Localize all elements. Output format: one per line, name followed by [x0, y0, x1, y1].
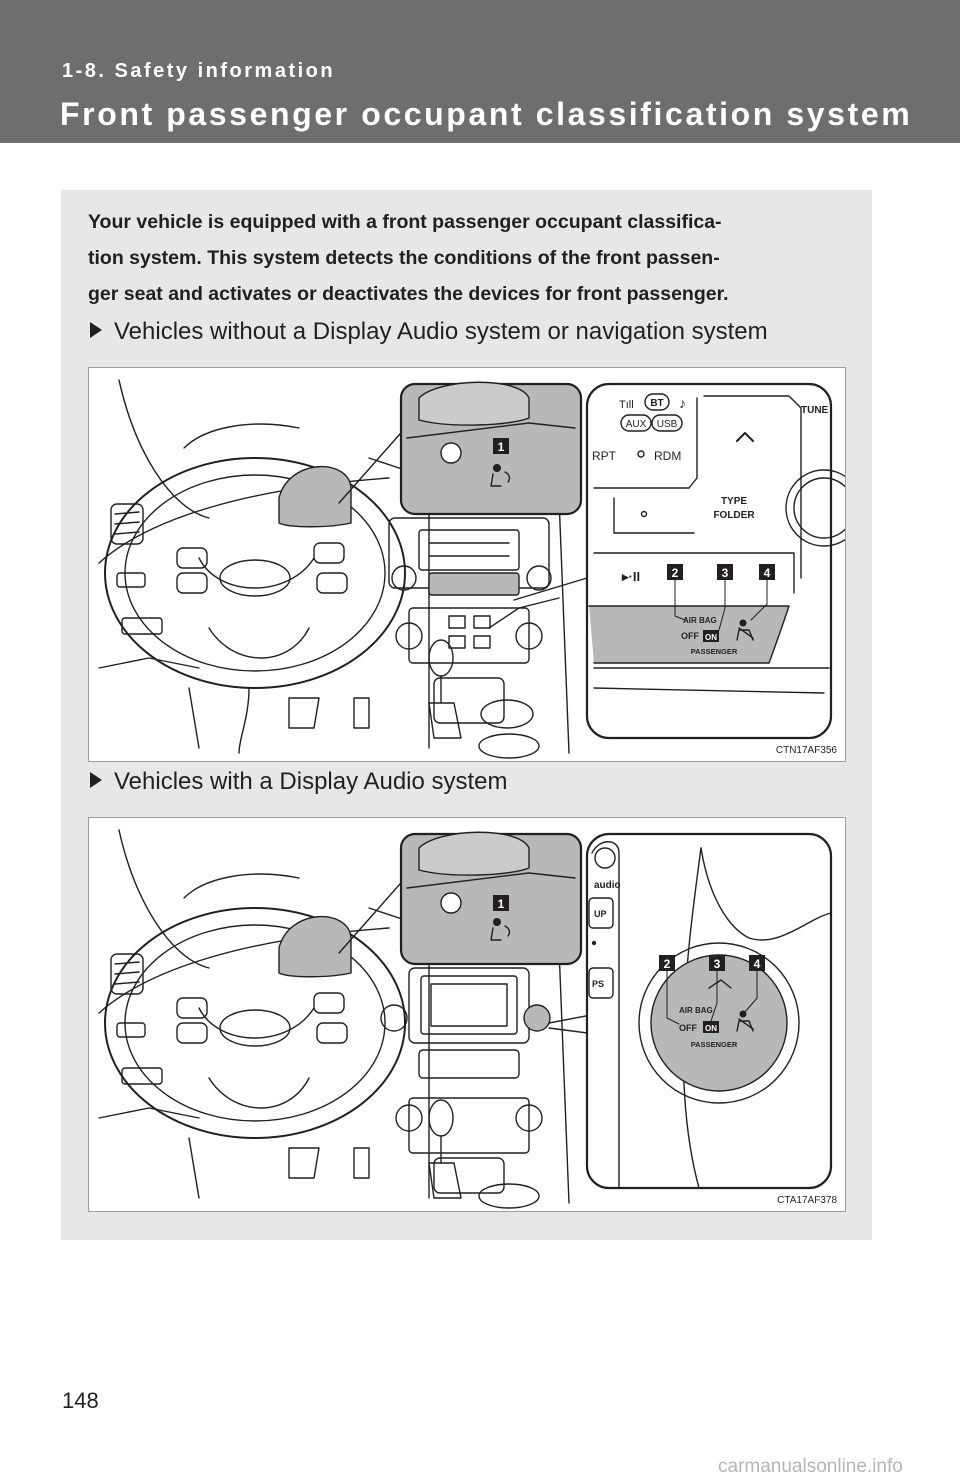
- center-stack: [380, 967, 551, 1209]
- zoom-display-audio-panel: audio UP PS AIR BAG OFF ON PASSENGER 2 3…: [585, 832, 833, 1190]
- callout-3: 3: [714, 957, 721, 971]
- instrument-cluster: [278, 466, 352, 528]
- airbag-label: AIR BAG: [679, 1006, 713, 1015]
- intro-line: Your vehicle is equipped with a front pa…: [88, 211, 722, 233]
- figure-2-illustration: 1 audio UP PS AIR BAG OFF ON PASSENGER: [88, 817, 846, 1212]
- intro-line: tion system. This system detects the con…: [88, 247, 720, 269]
- play-pause-label: ▸·II: [621, 569, 640, 584]
- airbag-warning-icon: [490, 464, 511, 487]
- chapter-header: 1-8. Safety information Front passenger …: [0, 0, 960, 143]
- gear-shifter: [428, 1099, 462, 1199]
- svg-text:Tıll: Tıll: [619, 399, 634, 411]
- svg-text:♪: ♪: [679, 395, 686, 411]
- ps-label: PS: [592, 979, 604, 989]
- off-label: OFF: [681, 631, 699, 641]
- up-label: UP: [594, 909, 607, 919]
- callout-2: 2: [664, 957, 671, 971]
- callout-2: 2: [672, 566, 679, 580]
- figure-2-caption-text: Vehicles with a Display Audio system: [114, 768, 508, 795]
- figure-code: CTN17AF356: [776, 745, 838, 756]
- figure-1-caption: Vehicles without a Display Audio system …: [90, 318, 768, 346]
- airbag-label: AIR BAG: [683, 616, 717, 625]
- off-label: OFF: [679, 1023, 697, 1033]
- center-stack: [388, 517, 552, 759]
- watermark: carmanualsonline.info: [718, 1456, 903, 1477]
- section-label: 1-8. Safety information: [62, 60, 336, 82]
- steering-wheel: [104, 457, 406, 689]
- zoom-cluster: 1: [399, 381, 583, 516]
- callout-4: 4: [764, 566, 771, 580]
- gear-shifter: [428, 639, 462, 739]
- callout-1: 1: [498, 440, 505, 454]
- aux-label: AUX: [626, 419, 647, 430]
- callout-3: 3: [722, 566, 729, 580]
- on-indicator: ON: [705, 633, 717, 642]
- intro-paragraph: Your vehicle is equipped with a front pa…: [88, 204, 848, 312]
- zoom-audio-panel: Tıll BT ♪ AUX USB RPT RDM TUNE TYPE FOLD…: [585, 382, 845, 740]
- bullet-arrow-icon: [90, 322, 102, 338]
- passenger-label: PASSENGER: [691, 647, 738, 656]
- zoom-cluster: 1: [399, 831, 583, 966]
- bullet-arrow-icon: [90, 772, 102, 788]
- intro-line: ger seat and activates or deactivates th…: [88, 283, 729, 305]
- on-indicator: ON: [705, 1024, 717, 1033]
- bt-label: BT: [650, 398, 663, 409]
- passenger-label: PASSENGER: [691, 1040, 738, 1049]
- instrument-cluster: [278, 916, 352, 978]
- type-label: TYPE: [721, 496, 747, 507]
- figure-1-illustration: 1 Tıll BT ♪ AUX USB RPT RDM TUNE TYPE FO…: [88, 367, 846, 762]
- passenger-seatbelt-icon: [736, 619, 754, 641]
- usb-label: USB: [657, 419, 678, 430]
- page-number: 148: [62, 1388, 99, 1413]
- airbag-warning-icon: [490, 918, 511, 941]
- figure-2-caption: Vehicles with a Display Audio system: [90, 768, 508, 796]
- page-title: Front passenger occupant classification …: [60, 96, 913, 132]
- folder-label: FOLDER: [713, 510, 755, 521]
- steering-wheel: [104, 907, 406, 1139]
- figure-code: CTA17AF378: [777, 1195, 837, 1206]
- rpt-label: RPT: [592, 449, 617, 463]
- left-air-vent: [110, 503, 144, 545]
- figure-1-caption-text: Vehicles without a Display Audio system …: [114, 318, 768, 345]
- rdm-label: RDM: [654, 449, 681, 463]
- tune-label: TUNE: [801, 405, 829, 416]
- callout-1: 1: [498, 897, 505, 911]
- left-air-vent: [110, 953, 144, 995]
- audio-label: audio: [594, 880, 621, 891]
- callout-4: 4: [754, 957, 761, 971]
